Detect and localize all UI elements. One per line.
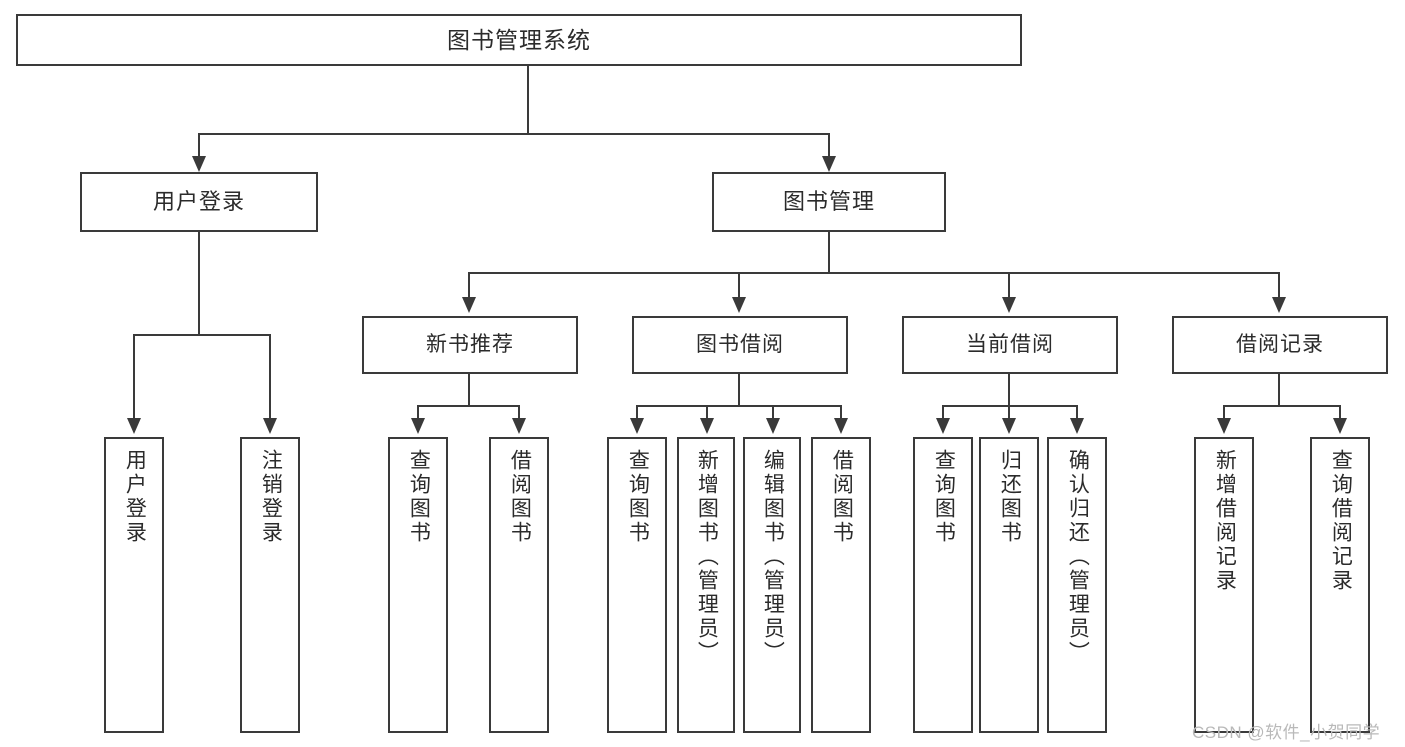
leaf-add-book-admin[interactable]: 新增图书（管理员） (677, 437, 735, 733)
arrow-bb-leaf-1 (630, 418, 644, 434)
node-label: 图书管理 (782, 189, 875, 215)
leaf-query-book-borrow[interactable]: 查询图书 (607, 437, 667, 733)
connector-cb-branch-1 (942, 405, 944, 419)
connector-root-trunk (527, 66, 529, 134)
arrow-br-leaf-2 (1333, 418, 1347, 434)
connector-user-login-trunk (198, 232, 200, 335)
connector-user-login-branch-2 (269, 334, 271, 419)
connector-br-bar (1223, 405, 1341, 407)
arrow-bb-leaf-4 (834, 418, 848, 434)
connector-nbr-trunk (468, 374, 470, 406)
arrow-cb-leaf-3 (1070, 418, 1084, 434)
node-new-book-recommend[interactable]: 新书推荐 (362, 316, 578, 374)
watermark-csdn: CSDN @软件_小贺同学 (1192, 723, 1381, 742)
node-label: 借阅记录 (1236, 332, 1324, 356)
leaf-user-login[interactable]: 用户登录 (104, 437, 164, 733)
arrow-to-leaf-logout (263, 418, 277, 434)
leaf-label: 查询图书 (407, 449, 431, 545)
connector-bm-branch-3 (1008, 272, 1010, 298)
arrow-to-borrow-record (1272, 297, 1286, 313)
node-label: 图书管理系统 (447, 26, 591, 53)
node-label: 新书推荐 (426, 332, 514, 356)
leaf-confirm-return-admin[interactable]: 确认归还（管理员） (1047, 437, 1107, 733)
connector-book-management-trunk (828, 232, 830, 273)
leaf-label: 查询图书 (626, 449, 650, 545)
connector-root-bar (198, 133, 829, 135)
leaf-edit-book-admin[interactable]: 编辑图书（管理员） (743, 437, 801, 733)
connector-bb-trunk (738, 374, 740, 406)
leaf-label: 确认归还（管理员） (1066, 449, 1090, 665)
arrow-to-new-book-recommend (462, 297, 476, 313)
connector-bb-branch-3 (772, 405, 774, 419)
node-book-borrow[interactable]: 图书借阅 (632, 316, 848, 374)
connector-bm-branch-4 (1278, 272, 1280, 298)
arrow-br-leaf-1 (1217, 418, 1231, 434)
connector-bm-branch-1 (468, 272, 470, 298)
leaf-label: 查询图书 (932, 449, 956, 545)
arrow-root-to-user-login (192, 156, 206, 172)
node-label: 图书借阅 (696, 332, 784, 356)
leaf-label: 注销登录 (259, 449, 283, 545)
node-book-management[interactable]: 图书管理 (712, 172, 946, 232)
node-root-book-management-system[interactable]: 图书管理系统 (16, 14, 1022, 66)
leaf-label: 查询借阅记录 (1329, 449, 1353, 593)
leaf-label: 归还图书 (998, 449, 1022, 545)
connector-cb-branch-3 (1076, 405, 1078, 419)
leaf-borrow-book-recommend[interactable]: 借阅图书 (489, 437, 549, 733)
node-current-borrow[interactable]: 当前借阅 (902, 316, 1118, 374)
connector-root-to-book-management (828, 133, 830, 158)
arrow-to-leaf-user-login (127, 418, 141, 434)
node-borrow-record[interactable]: 借阅记录 (1172, 316, 1388, 374)
leaf-label: 借阅图书 (830, 449, 854, 545)
arrow-to-current-borrow (1002, 297, 1016, 313)
node-user-login[interactable]: 用户登录 (80, 172, 318, 232)
connector-bb-branch-4 (840, 405, 842, 419)
arrow-bb-leaf-2 (700, 418, 714, 434)
connector-bb-branch-2 (706, 405, 708, 419)
connector-root-to-user-login (198, 133, 200, 158)
connector-cb-bar (942, 405, 1078, 407)
connector-br-trunk (1278, 374, 1280, 406)
node-label: 用户登录 (152, 189, 245, 215)
connector-bb-branch-1 (636, 405, 638, 419)
connector-user-login-bar (133, 334, 270, 336)
node-label: 当前借阅 (966, 332, 1054, 356)
connector-cb-trunk (1008, 374, 1010, 406)
leaf-query-borrow-record[interactable]: 查询借阅记录 (1310, 437, 1370, 733)
leaf-return-book[interactable]: 归还图书 (979, 437, 1039, 733)
leaf-add-borrow-record[interactable]: 新增借阅记录 (1194, 437, 1254, 733)
connector-book-management-bar (468, 272, 1279, 274)
leaf-query-book-recommend[interactable]: 查询图书 (388, 437, 448, 733)
arrow-bb-leaf-3 (766, 418, 780, 434)
connector-cb-branch-2 (1008, 405, 1010, 419)
arrow-nbr-leaf-1 (411, 418, 425, 434)
connector-bb-bar (636, 405, 842, 407)
leaf-label: 新增图书（管理员） (695, 449, 719, 665)
arrow-root-to-book-management (822, 156, 836, 172)
connector-br-branch-1 (1223, 405, 1225, 419)
leaf-label: 编辑图书（管理员） (761, 449, 785, 665)
arrow-cb-leaf-2 (1002, 418, 1016, 434)
leaf-label: 用户登录 (123, 449, 147, 545)
leaf-borrow-book[interactable]: 借阅图书 (811, 437, 871, 733)
connector-user-login-branch-1 (133, 334, 135, 419)
arrow-to-book-borrow (732, 297, 746, 313)
leaf-logout[interactable]: 注销登录 (240, 437, 300, 733)
connector-nbr-branch-2 (518, 405, 520, 419)
connector-nbr-bar (417, 405, 520, 407)
arrow-cb-leaf-1 (936, 418, 950, 434)
leaf-label: 借阅图书 (508, 449, 532, 545)
leaf-label: 新增借阅记录 (1213, 449, 1237, 593)
arrow-nbr-leaf-2 (512, 418, 526, 434)
connector-bm-branch-2 (738, 272, 740, 298)
leaf-query-book-current[interactable]: 查询图书 (913, 437, 973, 733)
connector-br-branch-2 (1339, 405, 1341, 419)
connector-nbr-branch-1 (417, 405, 419, 419)
